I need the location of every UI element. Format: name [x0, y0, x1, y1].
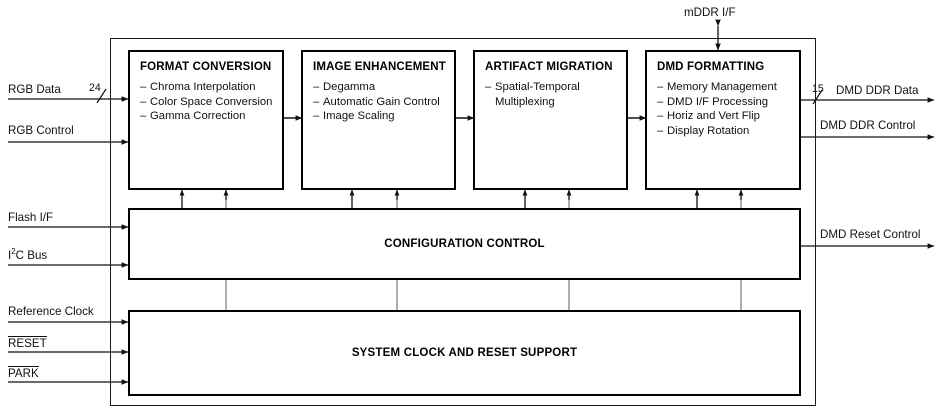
- block-label-system-clock-reset-support: SYSTEM CLOCK AND RESET SUPPORT: [351, 347, 578, 359]
- reset-overbar-text: RESET: [8, 336, 47, 350]
- block-items-artifact-migration: Spatial-Temporal Multiplexing: [475, 80, 626, 109]
- list-item: Memory Management: [657, 80, 799, 95]
- i2c-prefix: I: [8, 249, 12, 262]
- block-title-format-conversion: FORMAT CONVERSION: [140, 61, 272, 73]
- block-image-enhancement[interactable]: IMAGE ENHANCEMENT Degamma Automatic Gain…: [301, 50, 456, 190]
- block-items-format-conversion: Chroma Interpolation Color Space Convers…: [130, 80, 282, 124]
- block-artifact-migration[interactable]: ARTIFACT MIGRATION Spatial-Temporal Mult…: [473, 50, 628, 190]
- port-label-dmd-ddr-control: DMD DDR Control: [820, 119, 916, 132]
- port-label-rgb-data: RGB Data: [8, 83, 61, 96]
- port-label-rgb-control: RGB Control: [8, 124, 74, 137]
- block-title-dmd-formatting: DMD FORMATTING: [657, 61, 765, 73]
- list-item: DMD I/F Processing: [657, 95, 799, 110]
- port-label-park: PARK: [8, 366, 39, 380]
- i2c-suffix: C Bus: [15, 249, 48, 262]
- list-item: Image Scaling: [313, 109, 454, 124]
- block-title-image-enhancement: IMAGE ENHANCEMENT: [313, 61, 446, 73]
- block-title-artifact-migration: ARTIFACT MIGRATION: [485, 61, 613, 73]
- list-item: Automatic Gain Control: [313, 95, 454, 110]
- port-label-reference-clock: Reference Clock: [8, 305, 94, 318]
- list-item: Color Space Conversion: [140, 95, 282, 110]
- port-label-reset: RESET: [8, 336, 47, 350]
- block-items-image-enhancement: Degamma Automatic Gain Control Image Sca…: [303, 80, 454, 124]
- port-label-dmd-reset-control: DMD Reset Control: [820, 228, 921, 241]
- block-dmd-formatting[interactable]: DMD FORMATTING Memory Management DMD I/F…: [645, 50, 801, 190]
- port-label-dmd-ddr-data: DMD DDR Data: [836, 84, 919, 97]
- wire-rgb-data: [8, 88, 129, 104]
- port-label-mddr-if: mDDR I/F: [684, 6, 736, 19]
- port-label-i2c-bus: I2C Bus: [8, 247, 48, 262]
- block-system-clock-reset-support[interactable]: SYSTEM CLOCK AND RESET SUPPORT: [128, 310, 801, 396]
- list-item: Horiz and Vert Flip: [657, 109, 799, 124]
- device-boundary: [110, 38, 816, 406]
- block-format-conversion[interactable]: FORMAT CONVERSION Chroma Interpolation C…: [128, 50, 284, 190]
- list-item: Chroma Interpolation: [140, 80, 282, 95]
- list-item: Degamma: [313, 80, 454, 95]
- port-label-flash-if: Flash I/F: [8, 211, 54, 224]
- bus-width-rgb-data: 24: [89, 82, 101, 94]
- list-item: Spatial-Temporal Multiplexing: [485, 80, 626, 109]
- block-label-configuration-control: CONFIGURATION CONTROL: [384, 238, 545, 250]
- bus-width-dmd-ddr-data: 15: [812, 83, 824, 95]
- block-items-dmd-formatting: Memory Management DMD I/F Processing Hor…: [647, 80, 799, 138]
- i2c-superscript: 2: [11, 247, 16, 257]
- list-item: Gamma Correction: [140, 109, 282, 124]
- park-overbar-text: PARK: [8, 366, 39, 380]
- block-configuration-control[interactable]: CONFIGURATION CONTROL: [128, 208, 801, 280]
- list-item: Display Rotation: [657, 124, 799, 139]
